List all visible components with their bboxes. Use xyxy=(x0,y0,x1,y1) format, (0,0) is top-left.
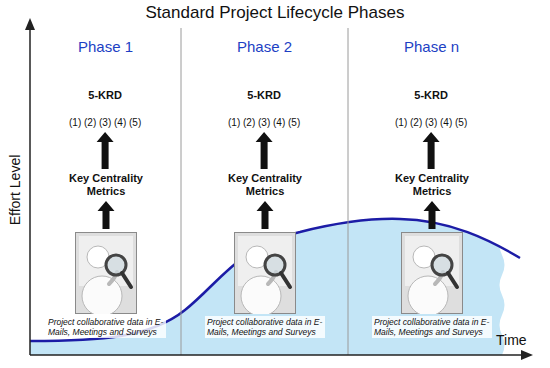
phase-divider xyxy=(181,28,182,355)
phase-divider xyxy=(348,28,349,355)
krd-heading: 5-KRD xyxy=(69,89,141,102)
axis-label: Time xyxy=(496,332,527,348)
phase-heading: Phase n xyxy=(348,38,515,56)
krd-items: (1) (2) (3) (4) (5) xyxy=(69,116,141,129)
krd-items: (1) (2) (3) (4) (5) xyxy=(395,116,467,129)
effort-curve xyxy=(30,219,520,341)
phase-heading: Phase 2 xyxy=(181,38,348,56)
x-axis-head xyxy=(521,350,533,360)
block-arrow xyxy=(256,132,273,169)
phase-band: Phase 1 5-KRD (1) (2) (3) (4) (5) Key Centr… xyxy=(30,30,181,355)
figure-body xyxy=(82,276,122,314)
analyst-illustration xyxy=(401,232,463,314)
data-source-box: Project collaborative data in E-Mails, M… xyxy=(372,232,492,338)
data-source-box: Project collaborative data in E-Mails, M… xyxy=(205,232,325,338)
diagram-title: Standard Project Lifecycle Phases xyxy=(0,3,550,23)
phase-heading: Phase 1 xyxy=(30,38,181,56)
data-source-caption: Project collaborative data in E-Mails, M… xyxy=(46,316,166,338)
y-axis xyxy=(29,28,31,355)
axis-label: Effort Level xyxy=(7,140,23,240)
data-source-caption: Project collaborative data in E-Mails, M… xyxy=(372,316,492,338)
block-arrow xyxy=(424,201,441,229)
magnifier-handle xyxy=(122,273,131,287)
block-arrow xyxy=(98,201,115,229)
figure-body xyxy=(241,276,281,314)
metrics-label: Key Centrality Metrics xyxy=(219,172,311,198)
magnifier-handle xyxy=(448,273,457,287)
figure-body xyxy=(408,276,448,314)
effort-area xyxy=(30,219,520,355)
phase-band: Phase 2 5-KRD (1) (2) (3) (4) (5) Key Centr… xyxy=(181,30,348,355)
analyst-illustration xyxy=(75,232,137,314)
block-arrow xyxy=(423,132,440,169)
magnifier-handle xyxy=(281,273,290,287)
block-arrow xyxy=(97,132,114,169)
metrics-label: Key Centrality Metrics xyxy=(60,172,152,198)
analyst-illustration xyxy=(234,232,296,314)
krd-heading: 5-KRD xyxy=(395,89,467,102)
krd-items: (1) (2) (3) (4) (5) xyxy=(228,116,300,129)
x-axis xyxy=(30,354,522,356)
data-source-box: Project collaborative data in E-Mails, M… xyxy=(46,232,166,338)
krd-box: 5-KRD (1) (2) (3) (4) (5) xyxy=(395,89,467,129)
block-arrow xyxy=(257,201,274,229)
metrics-box: Key Centrality Metrics xyxy=(386,172,478,198)
krd-box: 5-KRD (1) (2) (3) (4) (5) xyxy=(69,89,141,129)
krd-heading: 5-KRD xyxy=(228,89,300,102)
krd-box: 5-KRD (1) (2) (3) (4) (5) xyxy=(228,89,300,129)
phase-band: Phase n 5-KRD (1) (2) (3) (4) (5) Key Centr… xyxy=(348,30,515,355)
metrics-label: Key Centrality Metrics xyxy=(386,172,478,198)
metrics-box: Key Centrality Metrics xyxy=(60,172,152,198)
y-axis-head xyxy=(25,18,35,30)
data-source-caption: Project collaborative data in E-Mails, M… xyxy=(205,316,325,338)
metrics-box: Key Centrality Metrics xyxy=(219,172,311,198)
